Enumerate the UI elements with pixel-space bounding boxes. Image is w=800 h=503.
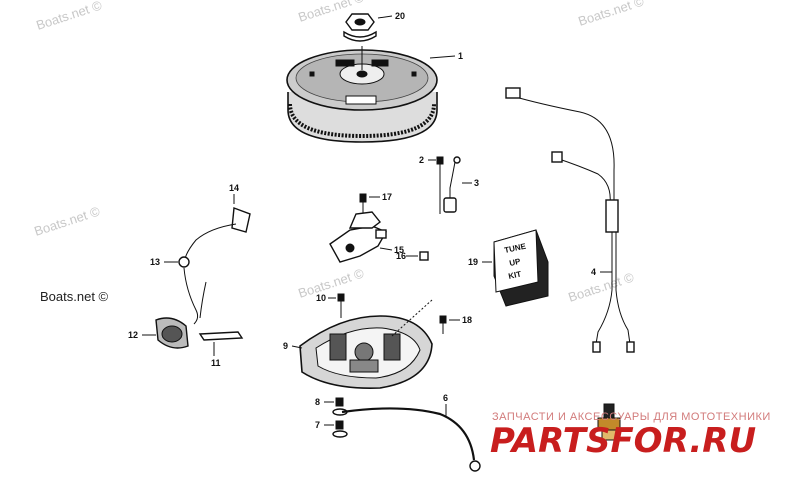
watermark-boats-net: Boats.net © xyxy=(32,203,102,238)
callout-17: 17 xyxy=(382,192,392,202)
callout-18: 18 xyxy=(462,315,472,325)
callout-10: 10 xyxy=(316,293,326,303)
callout-7: 7 xyxy=(315,420,320,430)
watermark-boats-net: Boats.net © xyxy=(576,0,646,29)
callout-11: 11 xyxy=(211,358,221,368)
kit-label-line3: KIT xyxy=(508,269,523,281)
part-breaker-points: 17 15 16 xyxy=(329,192,429,263)
part-washer-screw: 8 7 xyxy=(315,397,348,438)
callout-19: 19 xyxy=(468,257,478,267)
part-ground-lead: 6 xyxy=(341,393,481,472)
callout-12: 12 xyxy=(128,330,138,340)
part-wire-harness: 4 xyxy=(505,87,635,353)
part-screws: 10 18 xyxy=(316,293,472,334)
branding: ЗАПЧАСТИ И АКСЕССУАРЫ ДЛЯ МОТОТЕХНИКИ PA… xyxy=(490,411,771,461)
callout-1: 1 xyxy=(458,51,463,61)
callout-3: 3 xyxy=(474,178,479,188)
part-ignition-coil: 14 13 12 11 xyxy=(128,183,251,368)
callout-8: 8 xyxy=(315,397,320,407)
part-stator-plate: 9 xyxy=(283,299,433,389)
brand-tagline: ЗАПЧАСТИ И АКСЕССУАРЫ ДЛЯ МОТОТЕХНИКИ xyxy=(492,411,771,423)
part-flywheel: 1 xyxy=(286,46,463,143)
part-nut: 20 xyxy=(343,11,405,42)
watermark-boats-net: Boats.net © xyxy=(296,265,366,300)
spark-plug xyxy=(597,403,621,441)
callout-13: 13 xyxy=(150,257,160,267)
part-tune-up-kit: TUNE UP KIT 19 xyxy=(468,229,549,307)
callout-20: 20 xyxy=(395,11,405,21)
brand-logo: PARTSFOR.RU xyxy=(490,421,756,461)
part-condenser: 2 3 xyxy=(419,155,479,214)
callout-9: 9 xyxy=(283,341,288,351)
callout-16: 16 xyxy=(396,251,406,261)
watermark-boats-net: Boats.net © xyxy=(566,269,636,304)
callout-6: 6 xyxy=(443,393,448,403)
callout-14: 14 xyxy=(229,183,239,193)
watermark-boats-net: Boats.net © xyxy=(34,0,104,33)
callout-15: 15 xyxy=(394,245,404,255)
watermark-boats-net: Boats.net © xyxy=(40,289,109,304)
kit-label-line2: UP xyxy=(509,257,522,268)
callout-4: 4 xyxy=(591,267,596,277)
callout-2: 2 xyxy=(419,155,424,165)
